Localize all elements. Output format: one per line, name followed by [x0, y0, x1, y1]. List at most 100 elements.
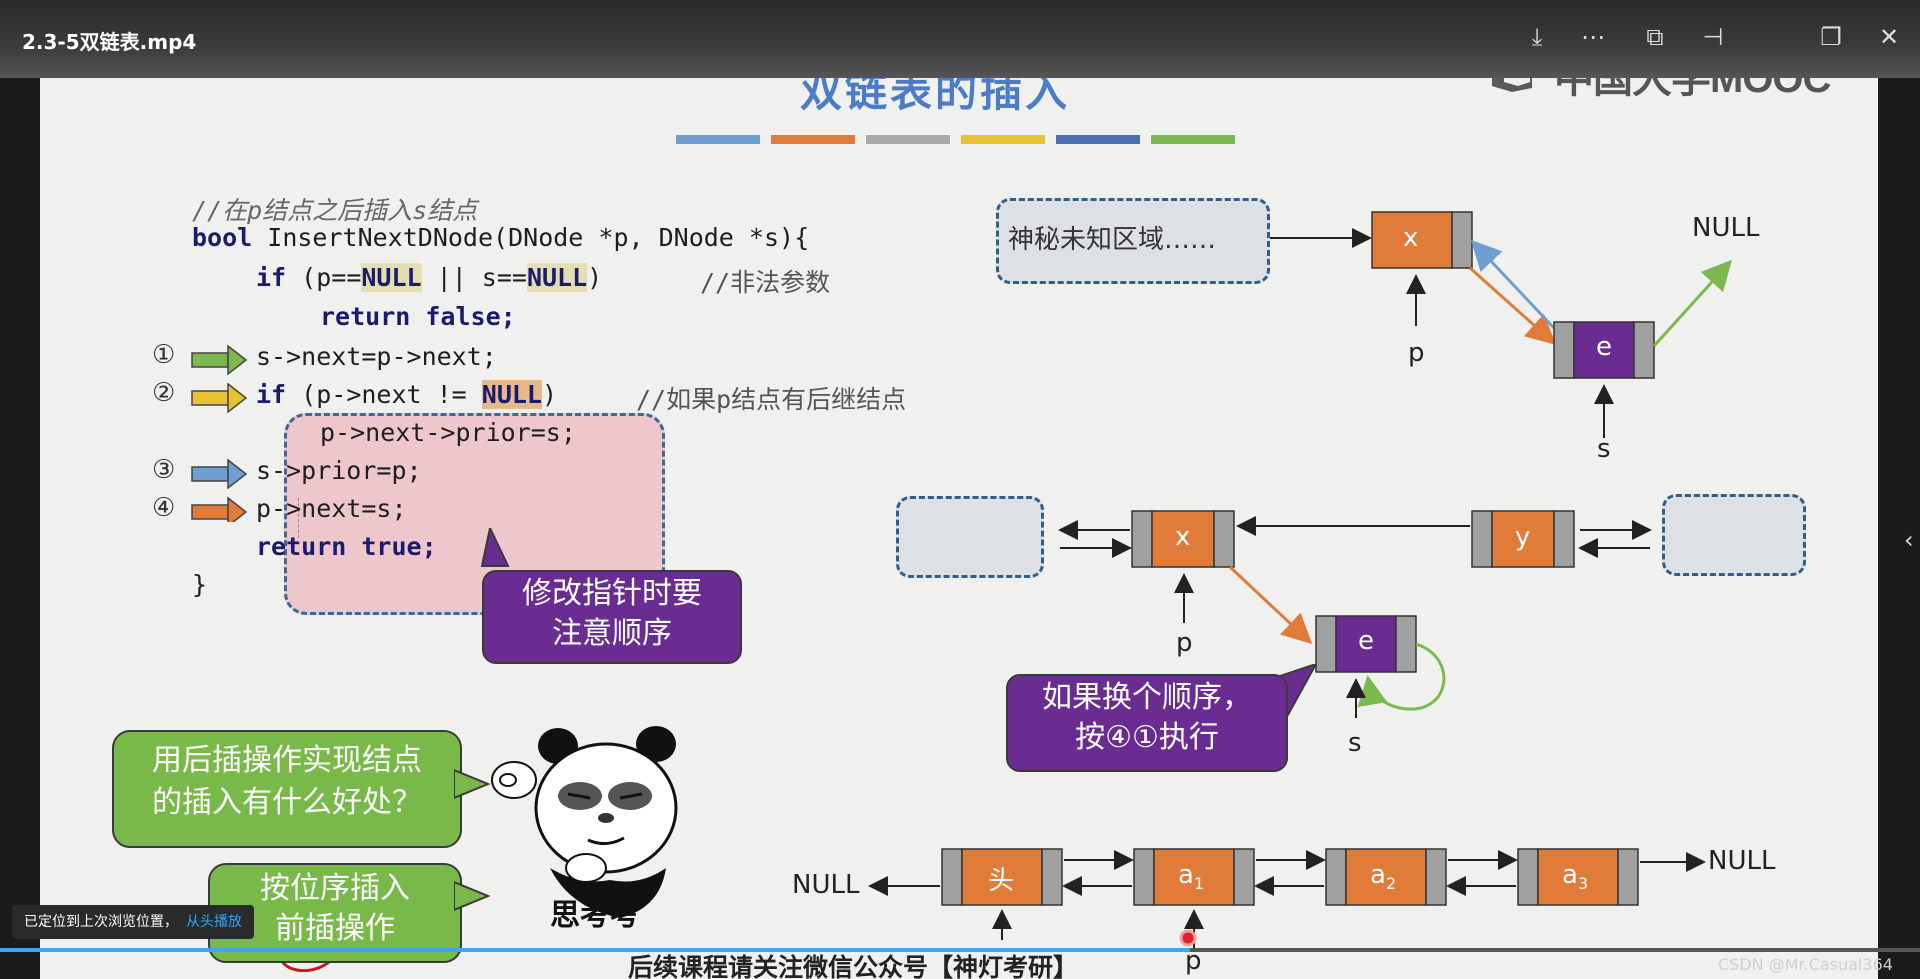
bubble-line: 修改指针时要 [522, 576, 702, 611]
download-icon[interactable]: ⤓ [1531, 23, 1543, 51]
bubble-line: 如果换个顺序， [1042, 680, 1252, 715]
bubble-tail [454, 880, 491, 912]
node-subscript: 3 [1577, 874, 1589, 894]
restore-icon[interactable]: ❐ [1820, 23, 1842, 51]
indent-guide [298, 498, 299, 538]
code-close-brace: } [192, 570, 208, 599]
step-arrow-3 [191, 458, 248, 490]
node-name: a [1562, 860, 1578, 890]
left-region-box [896, 496, 1044, 578]
node-subscript: 2 [1385, 874, 1397, 894]
close-icon[interactable]: ✕ [1878, 23, 1900, 51]
unknown-region-label: 神秘未知区域…… [1008, 225, 1217, 255]
null-left-label: NULL [792, 870, 860, 900]
swap-order-bubble: 如果换个顺序， 按④①执行 [1006, 674, 1288, 772]
video-title: 2.3-5双链表.mp4 [22, 30, 197, 54]
code-text: ) [587, 263, 603, 292]
pointer-s-label-2: s [1348, 728, 1362, 758]
bubble-line: 前插操作 [275, 911, 395, 946]
question-bubble: 用后插操作实现结点 的插入有什么好处？ [112, 730, 462, 848]
node-e-label-1: e [1596, 332, 1612, 362]
pin-icon[interactable]: ⊣ [1702, 23, 1724, 51]
unknown-region-box [996, 198, 1270, 284]
step-number-4: ④ [152, 493, 176, 523]
null-right-label: NULL [1708, 846, 1776, 876]
arrow-x-to-e [1469, 266, 1557, 345]
color-bar [676, 135, 760, 144]
null-label-1: NULL [1692, 213, 1760, 243]
node-x-label-2: x [1175, 522, 1191, 552]
keyword: bool [192, 223, 253, 252]
pointer-p-label-1: p [1408, 338, 1425, 368]
arrow-e-to-x [1470, 239, 1556, 330]
code-step-3: s->prior=p; [256, 456, 422, 485]
code-step-1: s->next=p->next; [256, 342, 497, 371]
play-from-start-link[interactable]: 从头播放 [186, 914, 242, 930]
progress-fill[interactable] [0, 948, 1191, 952]
pointer-p-label-3: p [1185, 946, 1202, 976]
code-text: (p== [286, 263, 362, 292]
bubble-tail [480, 528, 510, 567]
node-head-label: 头 [988, 866, 1015, 896]
code-step-2-body: p->next->prior=s; [320, 418, 576, 447]
node-e-label-2: e [1358, 626, 1374, 656]
slide: 中国大学MOOC 双链表的插入 //在p结点之后插入s结点 bool Inser… [40, 78, 1878, 979]
null-keyword: NULL [361, 263, 422, 292]
node-e-1 [1553, 321, 1655, 379]
step-arrow-2 [191, 382, 248, 414]
arrow-e-to-null [1652, 259, 1733, 348]
node-name: a [1178, 860, 1194, 890]
bubble-line: 按位序插入 [260, 871, 410, 906]
code-comment-successor: //如果p结点有后继结点 [636, 385, 907, 414]
step-arrows [191, 344, 248, 522]
node-a1-label: a1 [1178, 860, 1204, 893]
more-icon[interactable]: ⋯ [1581, 23, 1605, 51]
code-return-false: return false; [320, 302, 516, 331]
toast-text: 已定位到上次浏览位置， [24, 914, 178, 930]
code-text: InsertNextDNode(DNode *p, DNode *s){ [252, 223, 810, 252]
slide-footer: 后续课程请关注微信公众号【神灯考研】 [628, 953, 1079, 979]
order-warning-bubble: 修改指针时要 注意顺序 [482, 570, 742, 664]
step-number-1: ① [152, 340, 176, 370]
step-number-2: ② [152, 378, 176, 408]
bubble-line: 按④①执行 [1075, 720, 1219, 755]
node-e-2 [1315, 615, 1417, 673]
pointer-p-label-2: p [1176, 628, 1193, 658]
picture-in-picture-icon[interactable]: ⧉ [1646, 23, 1664, 51]
node-a2 [1325, 848, 1447, 906]
code-step-4: p->next=s; [256, 494, 407, 523]
bubble-line: 用后插操作实现结点 [152, 743, 422, 778]
color-bar [1151, 135, 1235, 144]
color-bar [771, 135, 855, 144]
null-keyword: NULL [481, 380, 542, 409]
node-subscript: 1 [1193, 874, 1205, 894]
code-comment-illegal: //非法参数 [700, 268, 831, 297]
mooc-logo-icon [1492, 78, 1532, 92]
code-return-true: return true; [256, 532, 437, 561]
code-text: || s== [421, 263, 527, 292]
keyword: if [256, 263, 287, 292]
node-head [941, 848, 1063, 906]
node-y [1471, 510, 1575, 568]
mooc-logo: 中国大学MOOC [1554, 78, 1831, 101]
csdn-watermark: CSDN @Mr.Casual364 [1718, 955, 1893, 974]
color-bar [961, 135, 1045, 144]
node-x-label-1: x [1403, 223, 1419, 253]
step-arrow-1 [191, 344, 248, 376]
keyword: if [256, 380, 287, 409]
color-bar [866, 135, 950, 144]
player-top-bar [0, 0, 1920, 78]
node-y-label: y [1515, 522, 1531, 552]
panda-caption: 思考考 [550, 898, 640, 933]
step-number-3: ③ [152, 455, 176, 485]
panda-meme-image [491, 726, 678, 918]
resume-toast: 已定位到上次浏览位置， 从头播放 [12, 905, 254, 939]
bubble-tail [454, 768, 491, 800]
node-a3-label: a3 [1562, 860, 1588, 893]
node-a2-label: a2 [1370, 860, 1396, 893]
code-if-null-check: if (p==NULL || s==NULL) [256, 263, 602, 292]
bubble-line: 注意顺序 [552, 616, 672, 651]
collapse-panel-icon[interactable]: ‹ [1904, 526, 1914, 554]
node-x-1 [1371, 211, 1473, 269]
code-comment-insert: //在p结点之后插入s结点 [192, 196, 478, 225]
